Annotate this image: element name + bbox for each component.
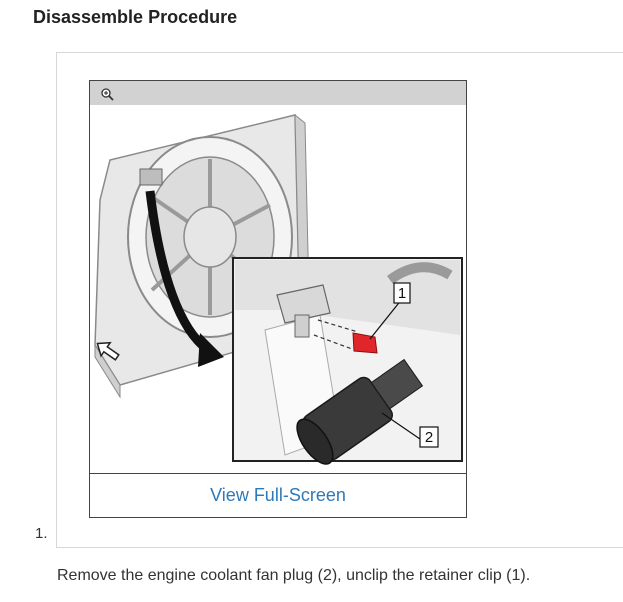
figure-toolbar [90, 81, 466, 105]
callout-1-label: 1 [398, 285, 406, 302]
step-instruction: Remove the engine coolant fan plug (2), … [57, 567, 531, 584]
procedure-figure: 1 2 View Full-Screen [89, 80, 467, 518]
fan-shroud-illustration[interactable]: 1 2 [90, 105, 466, 473]
zoom-in-icon[interactable] [100, 87, 114, 101]
step-container [56, 52, 623, 548]
page-title: Disassemble Procedure [33, 7, 238, 27]
callout-2-label: 2 [425, 429, 433, 446]
step-number: 1. [35, 525, 48, 542]
view-full-screen-link[interactable]: View Full-Screen [210, 485, 346, 505]
figure-footer: View Full-Screen [90, 473, 466, 517]
